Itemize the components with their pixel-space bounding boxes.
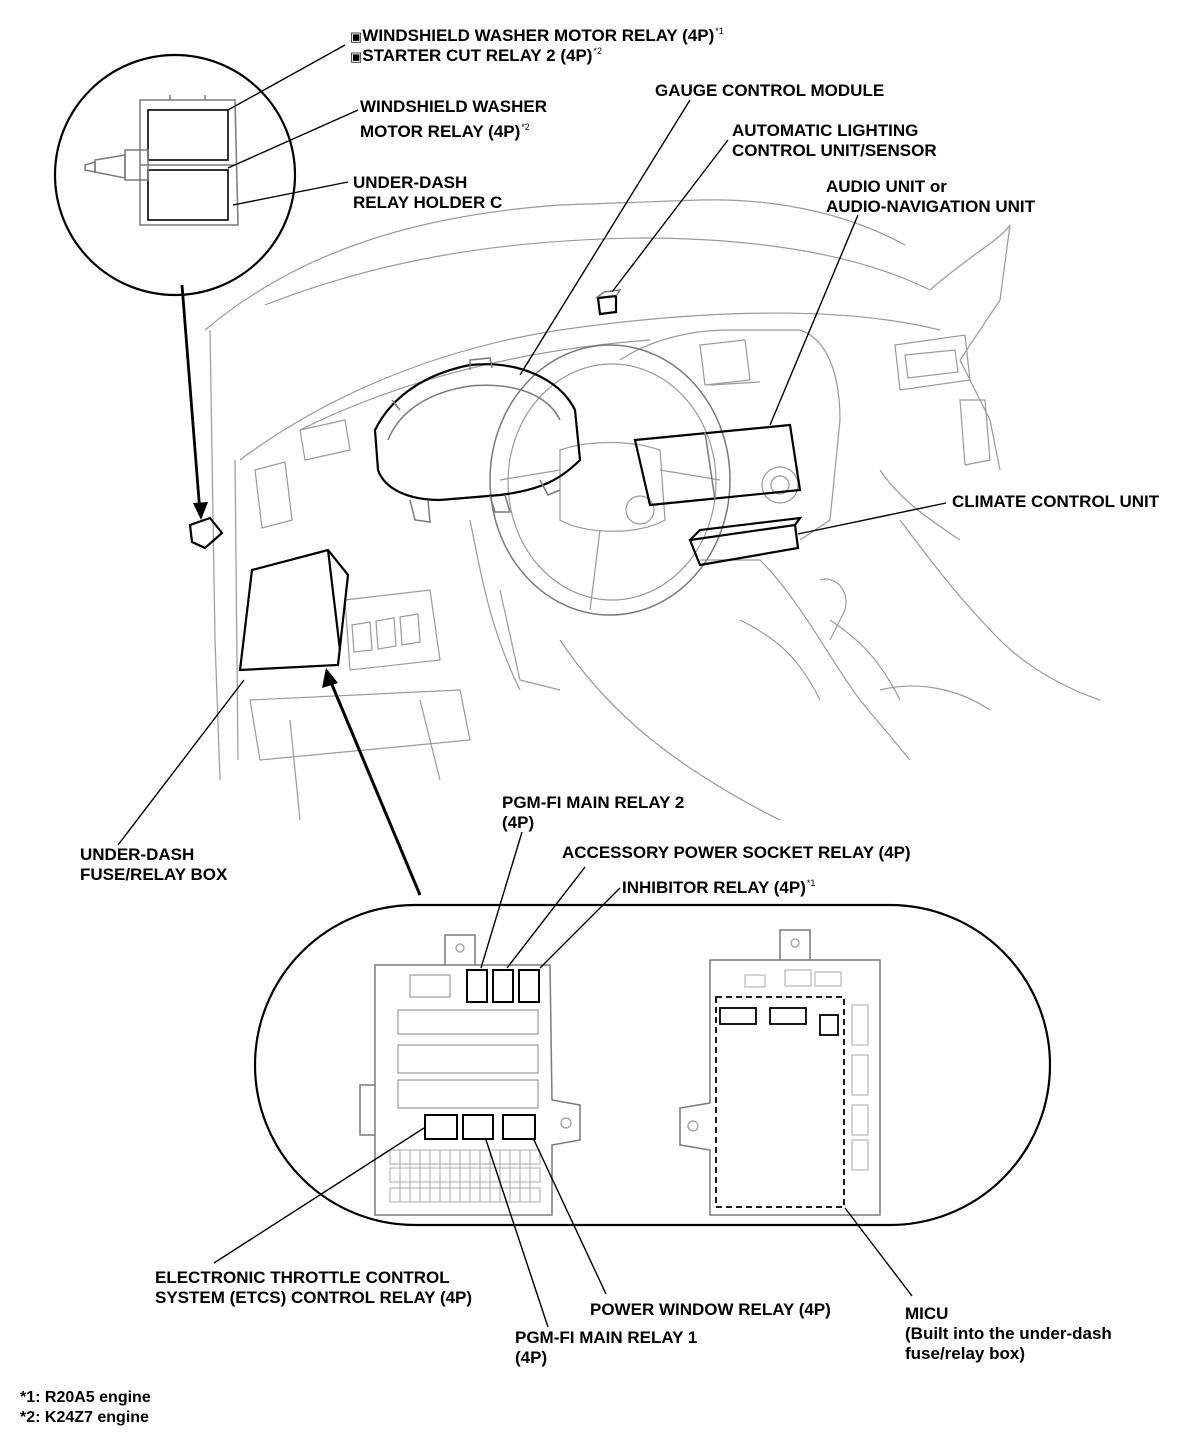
footnote-2: *2: K24Z7 engine [20, 1409, 149, 1426]
label-climate-control-unit: CLIMATE CONTROL UNIT [952, 492, 1160, 511]
label-starter-cut-relay: ▣STARTER CUT RELAY 2 (4P)*2 [350, 46, 602, 65]
label-pgm-fi-main-relay-1: PGM-FI MAIN RELAY 1(4P) [515, 1328, 698, 1367]
fuse-box-callout [253, 903, 1052, 1227]
label-pgm-fi-main-relay-2: PGM-FI MAIN RELAY 2(4P) [502, 793, 685, 832]
engine-variant-icon: ▣ [350, 49, 362, 64]
label-windshield-washer-relay-1: ▣WINDSHIELD WASHER MOTOR RELAY (4P)*1 [350, 26, 724, 45]
dashboard-illustration [188, 199, 1101, 821]
label-inhibitor-relay: INHIBITOR RELAY (4P)*1 [622, 878, 816, 897]
label-gauge-control-module: GAUGE CONTROL MODULE [655, 81, 885, 100]
label-accessory-power-socket-relay: ACCESSORY POWER SOCKET RELAY (4P) [562, 843, 911, 862]
label-power-window-relay: POWER WINDOW RELAY (4P) [590, 1300, 831, 1319]
leader-lines [117, 44, 947, 1328]
footnote-1: *1: R20A5 engine [20, 1389, 151, 1406]
engine-variant-icon: ▣ [350, 29, 362, 44]
relay-holder-callout [53, 53, 297, 297]
